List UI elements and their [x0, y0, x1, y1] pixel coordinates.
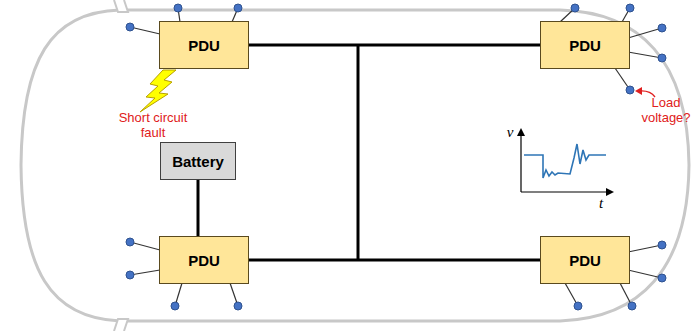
- power-line: [197, 180, 200, 236]
- pdu-box: PDU: [159, 236, 249, 284]
- axis-label: t: [594, 195, 608, 212]
- power-line: [249, 44, 540, 47]
- battery-box: Battery: [160, 142, 236, 180]
- load-wires: [130, 8, 662, 306]
- node-label: Battery: [172, 153, 224, 170]
- pdu-box: PDU: [540, 21, 630, 69]
- bus-vertical: [357, 45, 360, 260]
- pdu-box: PDU: [159, 21, 249, 69]
- mirror-top: [114, 0, 128, 12]
- lightning-bolt: [140, 70, 176, 112]
- axis-label: v: [503, 124, 517, 141]
- leader-arrowhead: [635, 87, 642, 95]
- power-line: [249, 259, 540, 262]
- fault-label: Short circuit fault: [112, 111, 194, 141]
- node-label: PDU: [569, 252, 601, 269]
- node-label: PDU: [188, 37, 220, 54]
- mirror-bottom: [114, 319, 128, 331]
- vehicle-outline: [21, 10, 689, 321]
- load-dots: [126, 4, 666, 310]
- node-label: PDU: [188, 252, 220, 269]
- callout-label: Load voltage?: [640, 96, 692, 126]
- pdu-box: PDU: [540, 236, 630, 284]
- node-label: PDU: [569, 37, 601, 54]
- voltage-plot: [517, 128, 614, 196]
